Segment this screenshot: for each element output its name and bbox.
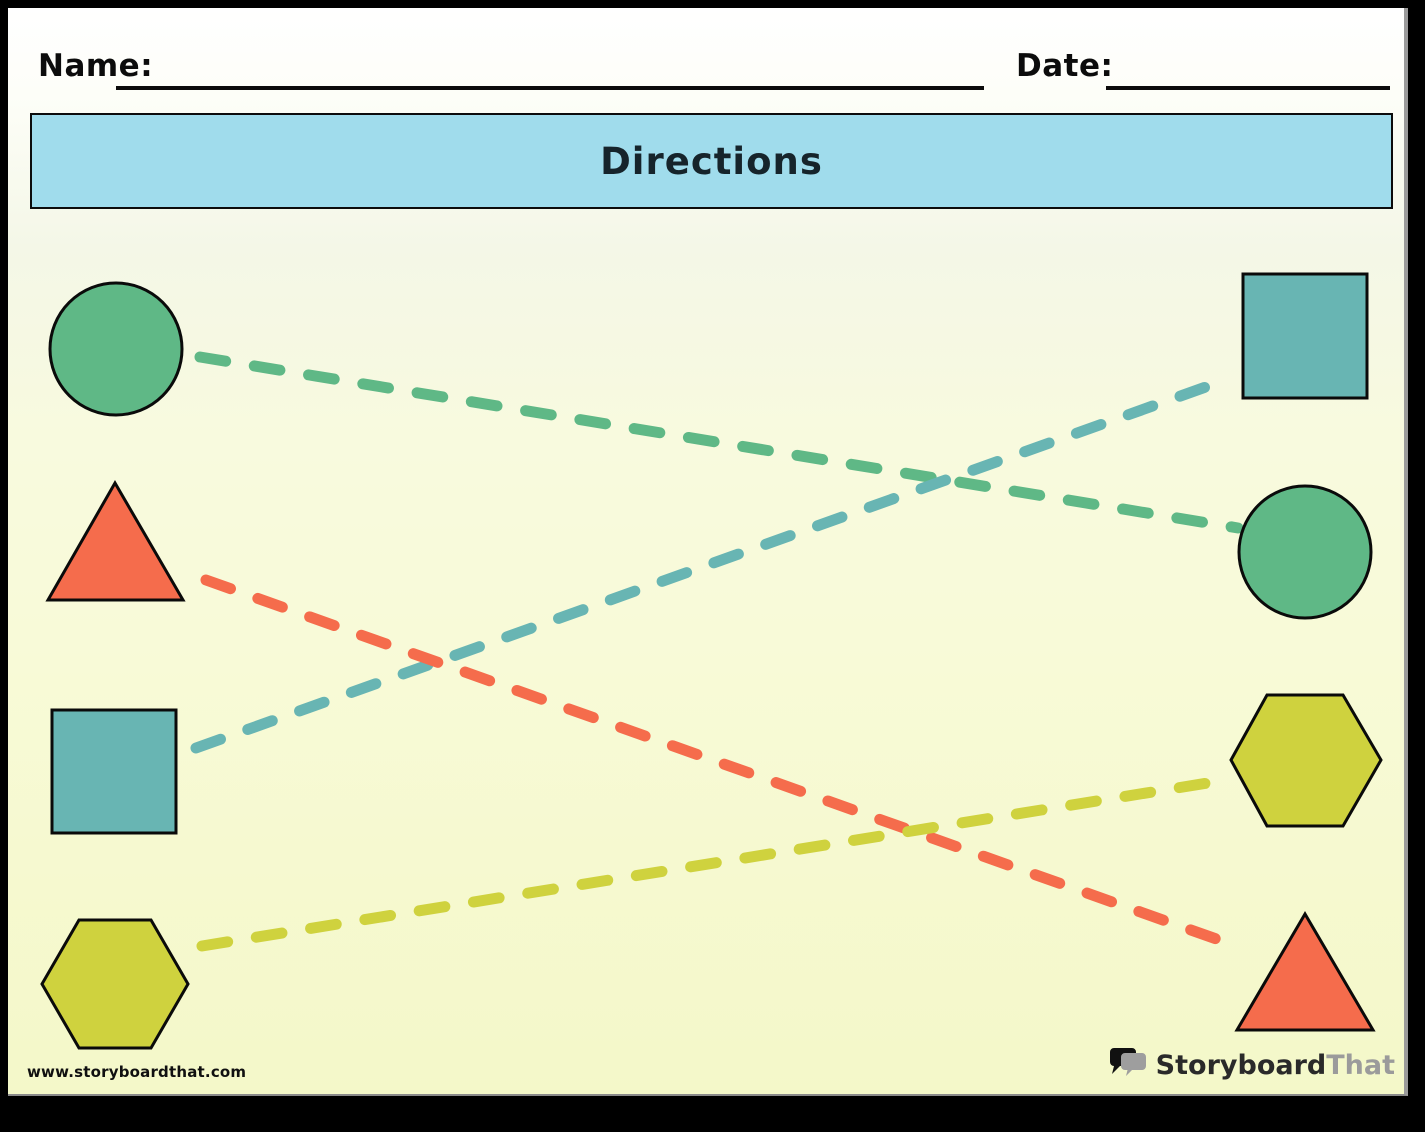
- left-triangle-shape[interactable]: [45, 479, 186, 602]
- right-circle-shape[interactable]: [1237, 484, 1373, 620]
- connection-line-squares: [190, 372, 1237, 754]
- logo-wordmark: StoryboardThat: [1156, 1050, 1395, 1081]
- right-triangle-shape[interactable]: [1234, 911, 1376, 1032]
- left-square-shape[interactable]: [50, 708, 178, 835]
- logo-text-that: That: [1326, 1049, 1395, 1081]
- logo-text-storyboard: Storyboard: [1155, 1049, 1327, 1081]
- directions-title: Directions: [600, 139, 823, 183]
- connection-line-circles: [194, 351, 1244, 534]
- connection-line-triangles: [200, 574, 1242, 952]
- name-label: Name:: [38, 48, 154, 84]
- date-fill-in-line[interactable]: [1106, 86, 1390, 90]
- left-circle-shape[interactable]: [48, 281, 184, 417]
- website-url: www.storyboardthat.com: [27, 1063, 247, 1081]
- left-hexagon-shape[interactable]: [40, 918, 190, 1050]
- name-fill-in-line[interactable]: [116, 86, 984, 90]
- connection-line-hexagons: [196, 776, 1220, 952]
- right-hexagon-shape[interactable]: [1229, 693, 1383, 828]
- right-square-shape[interactable]: [1241, 272, 1369, 400]
- directions-banner: Directions: [30, 113, 1393, 209]
- storyboardthat-logo[interactable]: StoryboardThat: [1108, 1044, 1395, 1086]
- date-label: Date:: [1016, 48, 1114, 84]
- speech-bubbles-icon: [1108, 1044, 1148, 1086]
